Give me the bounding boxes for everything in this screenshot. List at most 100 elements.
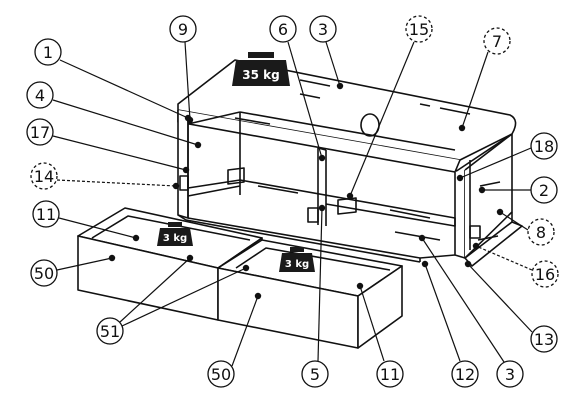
callout-circle (169, 15, 197, 43)
callout-circle (530, 325, 558, 353)
inner-shelf (187, 179, 456, 227)
leader-dot-c4 (194, 141, 202, 149)
leader-line-c5 (317, 207, 323, 362)
leader-dot-c9 (186, 116, 194, 124)
leader-dot-c18 (456, 174, 464, 182)
callout-circle (26, 81, 54, 109)
callout-c15: 15 (405, 15, 433, 43)
callout-circle (269, 15, 297, 43)
callout-label: 50 (211, 365, 231, 384)
leader-dot-c12 (421, 260, 429, 268)
weight-drawer-left: 3 kg (157, 222, 193, 246)
callout-label: 5 (310, 365, 320, 384)
callout-c11a: 11 (32, 200, 60, 228)
callout-circle (309, 15, 337, 43)
leader-dot-c51 (186, 254, 194, 262)
callout-label: 9 (178, 20, 188, 39)
leader-dot-c3b (418, 234, 426, 242)
callout-circle (376, 360, 404, 388)
callout-label: 11 (36, 205, 56, 224)
callout-circle (530, 132, 558, 160)
callout-c12: 12 (451, 360, 479, 388)
callout-circle (451, 360, 479, 388)
weight-icon (232, 60, 290, 86)
callout-label: 12 (455, 365, 475, 384)
weight-icon (157, 228, 193, 246)
leader-line-c1 (59, 59, 189, 119)
callout-label: 1 (43, 43, 53, 62)
callout-c5: 5 (301, 360, 329, 388)
leader-line-c14 (56, 179, 177, 187)
leader-line-c51 (121, 267, 247, 327)
leader-line-c8 (499, 211, 529, 231)
callout-circle (530, 176, 558, 204)
left-side-panel (177, 110, 189, 219)
leader-dot-c17 (182, 166, 190, 174)
callout-label: 6 (278, 20, 288, 39)
leader-dot-c6 (318, 154, 326, 162)
leader-dot-c11a (132, 234, 140, 242)
leader-dot-c50a (108, 254, 116, 262)
callout-label: 13 (534, 330, 554, 349)
leader-dot-c50b (254, 292, 262, 300)
weight-label-top: 35 kg (242, 68, 279, 82)
callout-circle (483, 27, 511, 55)
leader-line-c16 (475, 245, 533, 271)
bracket-left (179, 175, 189, 191)
right-side-panel (454, 170, 466, 259)
weight-label-drawer-right: 3 kg (285, 259, 309, 270)
leader-line-c18 (459, 147, 532, 179)
bracket-right (469, 225, 481, 239)
leader-dots (108, 82, 504, 300)
callout-label: 3 (505, 365, 515, 384)
callout-label: 3 (318, 20, 328, 39)
weight-top: 35 kg (232, 52, 290, 86)
callout-circle (26, 118, 54, 146)
leader-dot-c3a (336, 82, 344, 90)
leader-line-c51 (119, 257, 191, 323)
callout-c50a: 50 (30, 259, 58, 287)
leader-dot-c2 (478, 186, 486, 194)
leader-line-c11a (58, 217, 137, 239)
callout-label: 18 (534, 137, 554, 156)
leader-line-c7 (461, 51, 489, 129)
callout-c16: 16 (531, 260, 559, 288)
leader-dot-c51 (242, 264, 250, 272)
callout-c11b: 11 (376, 360, 404, 388)
callout-circle (96, 317, 124, 345)
leader-lines (52, 41, 533, 367)
callout-circle (496, 360, 524, 388)
leader-line-c3b (421, 237, 505, 363)
leader-dot-c7 (458, 124, 466, 132)
leader-dot-c16 (472, 242, 480, 250)
leader-line-c11b (359, 285, 385, 362)
callout-c2: 2 (530, 176, 558, 204)
callout-circle (405, 15, 433, 43)
leader-dot-c8 (496, 208, 504, 216)
leader-line-c50a (56, 257, 113, 271)
callout-c3b: 3 (496, 360, 524, 388)
callout-c7: 7 (483, 27, 511, 55)
leader-line-c15 (349, 41, 415, 197)
callout-label: 50 (34, 264, 54, 283)
callout-c4: 4 (26, 81, 54, 109)
callout-c17: 17 (26, 118, 54, 146)
callout-label: 8 (536, 223, 546, 242)
callout-c50b: 50 (207, 360, 235, 388)
callout-circle (531, 260, 559, 288)
callout-circle (207, 360, 235, 388)
leader-line-c17 (52, 135, 187, 171)
leader-line-c12 (424, 263, 461, 362)
callout-c14: 14 (30, 162, 58, 190)
callout-label: 16 (535, 265, 555, 284)
leader-line-c50b (231, 295, 259, 367)
callout-label: 15 (409, 20, 429, 39)
callout-c13: 13 (530, 325, 558, 353)
callout-label: 4 (35, 86, 45, 105)
callout-circle (32, 200, 60, 228)
bracket-center (307, 207, 319, 223)
callout-circle (527, 218, 555, 246)
leader-line-c13 (467, 263, 533, 333)
